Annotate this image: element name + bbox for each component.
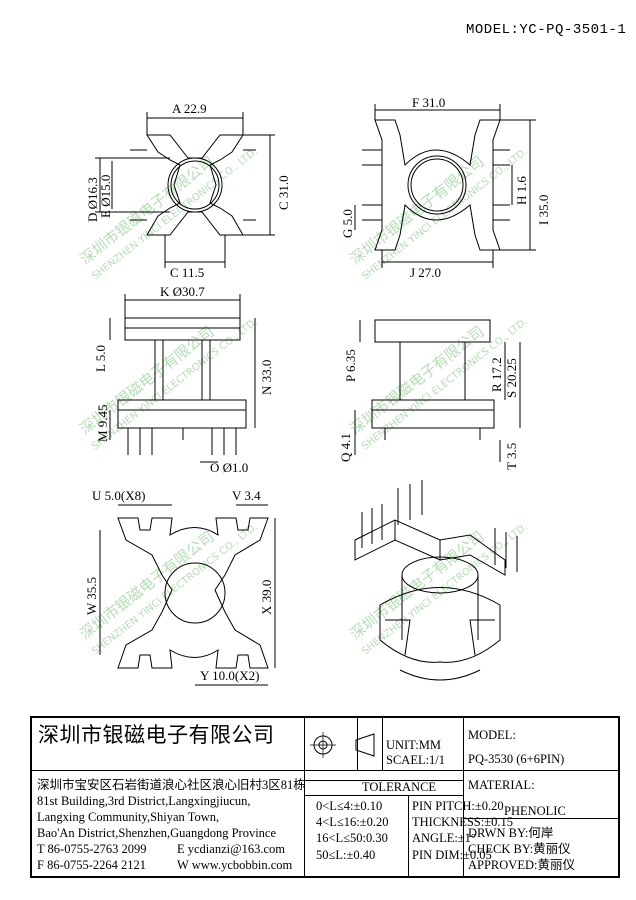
scale: SCAEL:1/1 — [386, 753, 446, 767]
dim-p: P 6.35 — [343, 349, 358, 382]
dim-v: V 3.4 — [232, 488, 261, 503]
svg-text:深圳市银磁电子有限公司: 深圳市银磁电子有限公司 — [346, 152, 487, 268]
dim-h: H 1.6 — [514, 176, 529, 205]
dim-c: C 31.0 — [276, 175, 291, 210]
dim-t: T 3.5 — [504, 443, 519, 470]
dim-g: G 5.0 — [340, 209, 355, 238]
material-label: MATERIAL: — [468, 778, 535, 792]
website: W www.ycbobbin.com — [177, 858, 293, 872]
address-line-3: Langxing Community,Shiyan Town, — [37, 810, 220, 824]
watermark: 深圳市银磁电子有限公司 SHENZHEN YINCI ELECTRONICS C… — [76, 146, 529, 657]
title-block: 深圳市银磁电子有限公司 深圳市宝安区石岩街道浪心社区浪心旧村3区81栋 81st… — [30, 716, 620, 878]
tolerance-2: 16<L≤50:0.30 — [316, 831, 388, 845]
dim-n: N 33.0 — [259, 360, 274, 395]
dim-x: X 39.0 — [259, 580, 274, 615]
dim-a: A 22.9 — [172, 101, 207, 116]
svg-text:SHENZHEN YINCI ELECTRONICS CO.: SHENZHEN YINCI ELECTRONICS CO., LTD. — [360, 521, 530, 657]
tolerance-3: 50≤L:±0.40 — [316, 848, 376, 862]
bottom-view — [99, 504, 276, 686]
dim-e: E Ø15.0 — [98, 175, 113, 218]
thickness: THICKNESS:±0.15 — [412, 815, 513, 829]
drawn-by: DRWN BY:何岸 — [468, 826, 554, 840]
dim-m: M 9.45 — [95, 404, 110, 442]
email: E ycdianzi@163.com — [177, 842, 286, 856]
tolerance-0: 0<L≤4:±0.10 — [316, 799, 383, 813]
svg-text:SHENZHEN YINCI ELECTRONICS CO.: SHENZHEN YINCI ELECTRONICS CO., LTD. — [90, 521, 260, 657]
model-number: MODEL:YC-PQ-3501-1 — [466, 22, 627, 38]
side-view — [354, 319, 521, 462]
projection-symbol-icon — [310, 732, 375, 758]
pin-dim: PIN DIM:±0.05 — [412, 848, 492, 862]
technical-drawing: 深圳市银磁电子有限公司 SHENZHEN YINCI ELECTRONICS C… — [76, 95, 551, 686]
dim-y: Y 10.0(X2) — [200, 668, 259, 683]
svg-text:深圳市银磁电子有限公司: 深圳市银磁电子有限公司 — [346, 527, 487, 643]
material-value: PHENOLIC — [504, 804, 566, 818]
tolerance-title: TOLERANCE — [362, 780, 437, 794]
model-value: PQ-3530 (6+6PIN) — [468, 752, 565, 766]
dim-k: K Ø30.7 — [160, 284, 205, 299]
dim-w: W 35.5 — [84, 577, 99, 615]
tolerance-1: 4<L≤16:±0.20 — [316, 815, 389, 829]
isometric-view — [354, 480, 518, 681]
unit: UNIT:MM — [386, 738, 441, 752]
angle: ANGLE:±1° — [412, 831, 476, 845]
fax: F 86-0755-2264 2121 — [37, 858, 147, 872]
dim-c2: C 11.5 — [170, 265, 204, 280]
dim-d: D Ø16.3 — [85, 177, 100, 222]
top-view-right — [354, 104, 536, 268]
dim-r: R 17.2 — [489, 357, 504, 392]
svg-text:深圳市银磁电子有限公司: 深圳市银磁电子有限公司 — [346, 322, 487, 438]
dim-l: L 5.0 — [93, 345, 108, 372]
phone: T 86-0755-2763 2099 — [37, 842, 147, 856]
dim-f: F 31.0 — [412, 95, 445, 110]
dim-o: O Ø1.0 — [210, 460, 248, 475]
top-view — [95, 112, 275, 268]
svg-text:SHENZHEN YINCI ELECTRONICS CO.: SHENZHEN YINCI ELECTRONICS CO., LTD. — [90, 316, 260, 452]
pin-pitch: PIN PITCH:±0.20 — [412, 799, 504, 813]
company-name: 深圳市银磁电子有限公司 — [38, 723, 275, 747]
address-line-2: 81st Building,3rd District,Langxingjiucu… — [37, 794, 251, 808]
address-line-1: 深圳市宝安区石岩街道浪心社区浪心旧村3区81栋 — [37, 778, 306, 792]
model-label: MODEL: — [468, 728, 516, 742]
dim-s: S 20.25 — [504, 358, 519, 398]
dim-q: Q 4.1 — [338, 433, 353, 462]
check-by: CHECK BY:黄丽仪 — [468, 842, 571, 856]
front-view — [109, 294, 256, 463]
dim-j: J 27.0 — [410, 265, 441, 280]
approved-by: APPROVED:黄丽仪 — [468, 858, 575, 872]
dim-i: I 35.0 — [536, 195, 551, 225]
dim-u: U 5.0(X8) — [92, 488, 145, 503]
address-line-4: Bao'An District,Shenzhen,Guangdong Provi… — [37, 826, 277, 840]
